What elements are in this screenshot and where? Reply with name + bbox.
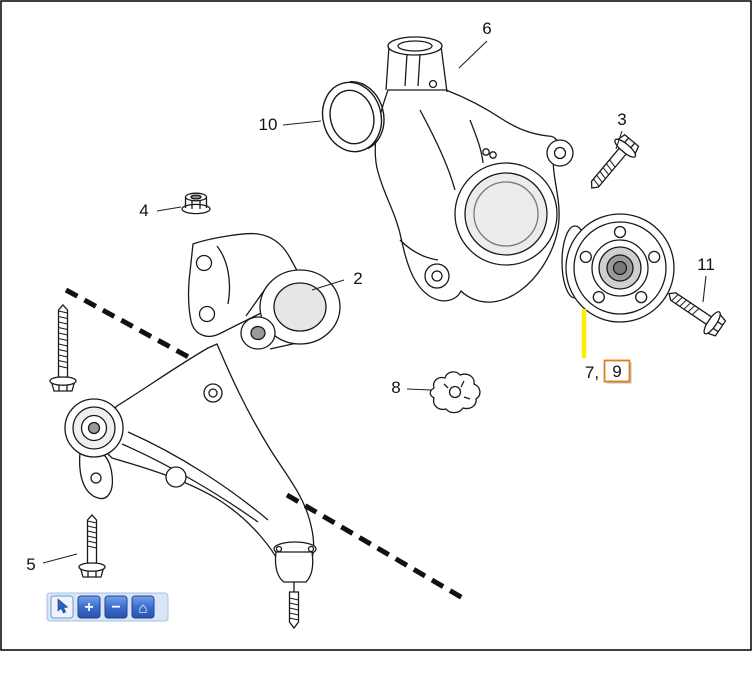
callout-10[interactable]: 10 bbox=[259, 115, 278, 134]
callout-2[interactable]: 2 bbox=[353, 269, 362, 288]
callout-11[interactable]: 11 bbox=[697, 255, 715, 274]
viewer-toolbar: + − ⌂ bbox=[46, 592, 169, 622]
selected-callout-9[interactable]: 9 bbox=[603, 359, 632, 384]
callout-4[interactable]: 4 bbox=[139, 201, 148, 220]
dashed-leader-line-balljoint bbox=[285, 492, 468, 603]
callout-9: 9 bbox=[612, 362, 621, 381]
pointer-icon bbox=[57, 598, 69, 614]
callout-leader-lines bbox=[42, 40, 707, 564]
home-icon: ⌂ bbox=[138, 600, 147, 617]
flange-nut-4[interactable] bbox=[181, 192, 211, 215]
callout-3[interactable]: 3 bbox=[617, 110, 626, 129]
zoom-in-icon: + bbox=[84, 599, 93, 616]
steering-knuckle-part[interactable] bbox=[374, 36, 574, 303]
control-arm-bushing-part[interactable] bbox=[187, 232, 341, 350]
home-button[interactable]: ⌂ bbox=[131, 595, 155, 619]
control-arm-part[interactable] bbox=[64, 343, 317, 630]
callout-7[interactable]: 7, bbox=[585, 363, 599, 382]
callout-6[interactable]: 6 bbox=[482, 19, 491, 38]
pointer-button[interactable] bbox=[50, 595, 74, 619]
zoom-in-button[interactable]: + bbox=[77, 595, 101, 619]
selected-callout-box bbox=[603, 359, 631, 383]
zoom-out-button[interactable]: − bbox=[104, 595, 128, 619]
callout-8[interactable]: 8 bbox=[391, 378, 400, 397]
callout-5[interactable]: 5 bbox=[26, 555, 35, 574]
seal-ring-part[interactable] bbox=[315, 75, 392, 158]
zoom-out-icon: − bbox=[111, 599, 120, 616]
dashed-leader-line-bolt bbox=[64, 287, 196, 363]
lock-plate-part[interactable] bbox=[429, 371, 481, 414]
wheel-hub-bearing-part[interactable] bbox=[561, 213, 675, 323]
